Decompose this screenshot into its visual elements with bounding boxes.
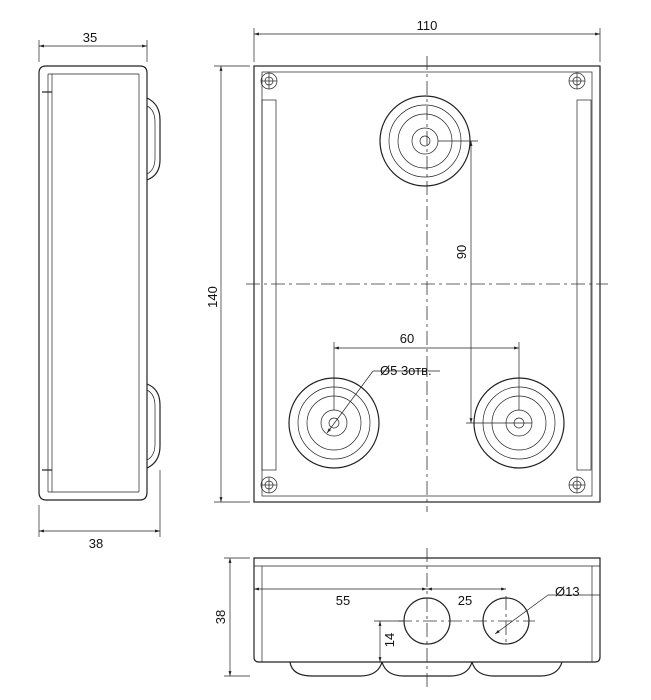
corner-screw-icon (568, 476, 586, 494)
dim-bottom-14: 14 (382, 633, 397, 647)
corner-screw-icon (260, 72, 278, 90)
dim-front-60: 60 (400, 331, 414, 346)
dim-front-110: 110 (417, 18, 438, 33)
dim-bottom-38: 38 (213, 610, 228, 624)
dim-front-90: 90 (454, 245, 469, 259)
dim-bottom-25: 25 (458, 593, 472, 608)
dim-side-35: 35 (83, 30, 97, 45)
bottom-view: 38 55 25 14 Ø13 (213, 548, 601, 690)
dim-bottom-13: Ø13 (555, 584, 580, 599)
corner-screw-icon (568, 72, 586, 90)
front-view: 110 140 90 60 Ø5 3отв. (205, 18, 608, 512)
dim-side-38: 38 (89, 536, 103, 551)
side-view: 35 38 (38, 30, 161, 551)
hole-callout: Ø5 3отв. (380, 363, 432, 378)
corner-screw-icon (260, 476, 278, 494)
dim-front-140: 140 (205, 286, 220, 308)
dim-bottom-55: 55 (336, 593, 350, 608)
